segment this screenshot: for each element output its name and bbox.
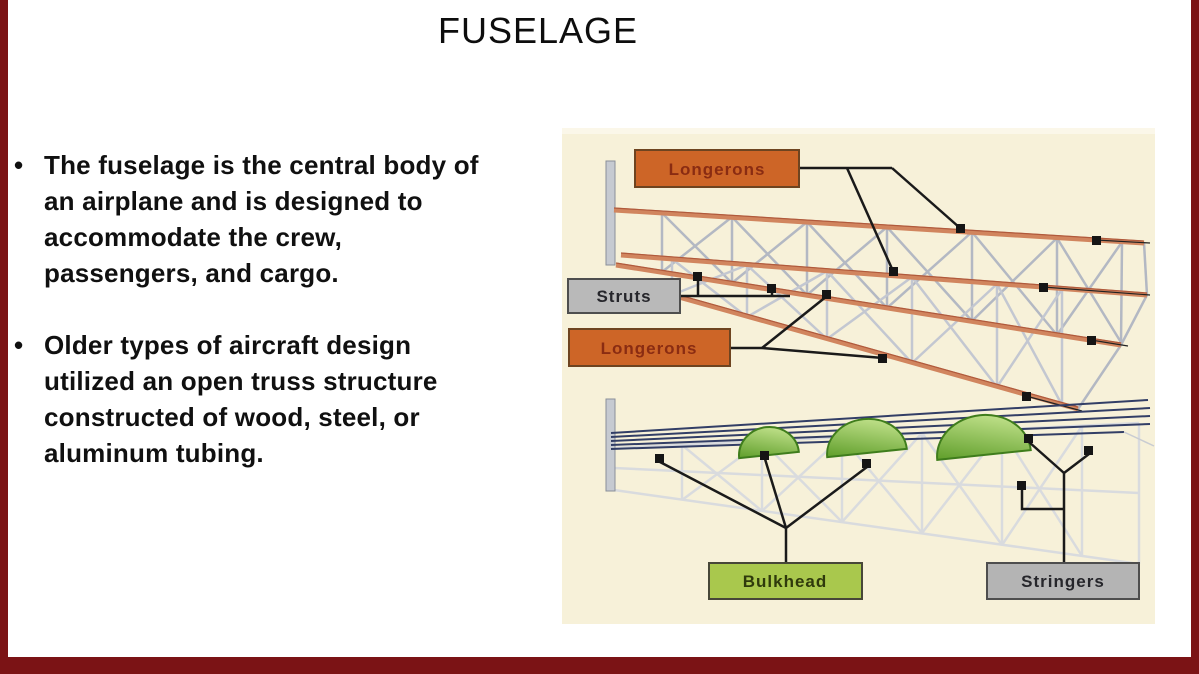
frame-bottom-bar (0, 657, 1199, 674)
top-tail-post (605, 160, 616, 266)
bullet-line: aluminum tubing. (44, 438, 264, 468)
bullet-marker: • (14, 330, 24, 360)
bullet-line: constructed of wood, steel, or (44, 402, 420, 432)
label-struts-text: Struts (596, 287, 651, 306)
fuselage-diagram-svg: Longerons Struts Longerons Bulkhead Stri… (562, 128, 1155, 624)
callout-lines (659, 166, 1090, 563)
callout-square-markers (655, 224, 1093, 490)
bullet-list: • The fuselage is the central body of an… (12, 147, 552, 471)
label-stringers-text: Stringers (1021, 572, 1105, 591)
bullet-text: Older types of aircraft design utilized … (44, 327, 438, 471)
label-stringers: Stringers (986, 562, 1140, 600)
bullet-line: passengers, and cargo. (44, 258, 339, 288)
diagram-panel-top-strip (562, 128, 1155, 134)
label-bulkhead: Bulkhead (708, 562, 863, 600)
bullet-text: The fuselage is the central body of an a… (44, 147, 479, 291)
fuselage-diagram: Longerons Struts Longerons Bulkhead Stri… (562, 128, 1155, 624)
stringer-extension (1123, 431, 1155, 447)
frame-left-bar (0, 0, 8, 657)
page-title: FUSELAGE (437, 10, 639, 51)
bullet-line: The fuselage is the central body of (44, 150, 479, 180)
label-longerons-top: Longerons (634, 149, 800, 188)
bullet-marker: • (14, 150, 24, 180)
bullet-line: accommodate the crew, (44, 222, 343, 252)
diagram-panel (562, 128, 1155, 624)
bullet-item: • The fuselage is the central body of an… (12, 147, 552, 291)
label-longerons-top-text: Longerons (669, 160, 766, 179)
frame-right-bar (1191, 0, 1199, 657)
longeron-end-markers (1022, 236, 1151, 412)
bullet-line: an airplane and is designed to (44, 186, 423, 216)
label-longerons-mid: Longerons (568, 328, 731, 367)
bullet-line: Older types of aircraft design (44, 330, 412, 360)
bulkhead-domes (738, 413, 1032, 462)
bullet-line: utilized an open truss structure (44, 366, 438, 396)
label-longerons-mid-text: Longerons (601, 339, 698, 358)
label-struts: Struts (567, 278, 681, 314)
bullet-item: • Older types of aircraft design utilize… (12, 327, 552, 471)
label-bulkhead-text: Bulkhead (743, 572, 828, 591)
